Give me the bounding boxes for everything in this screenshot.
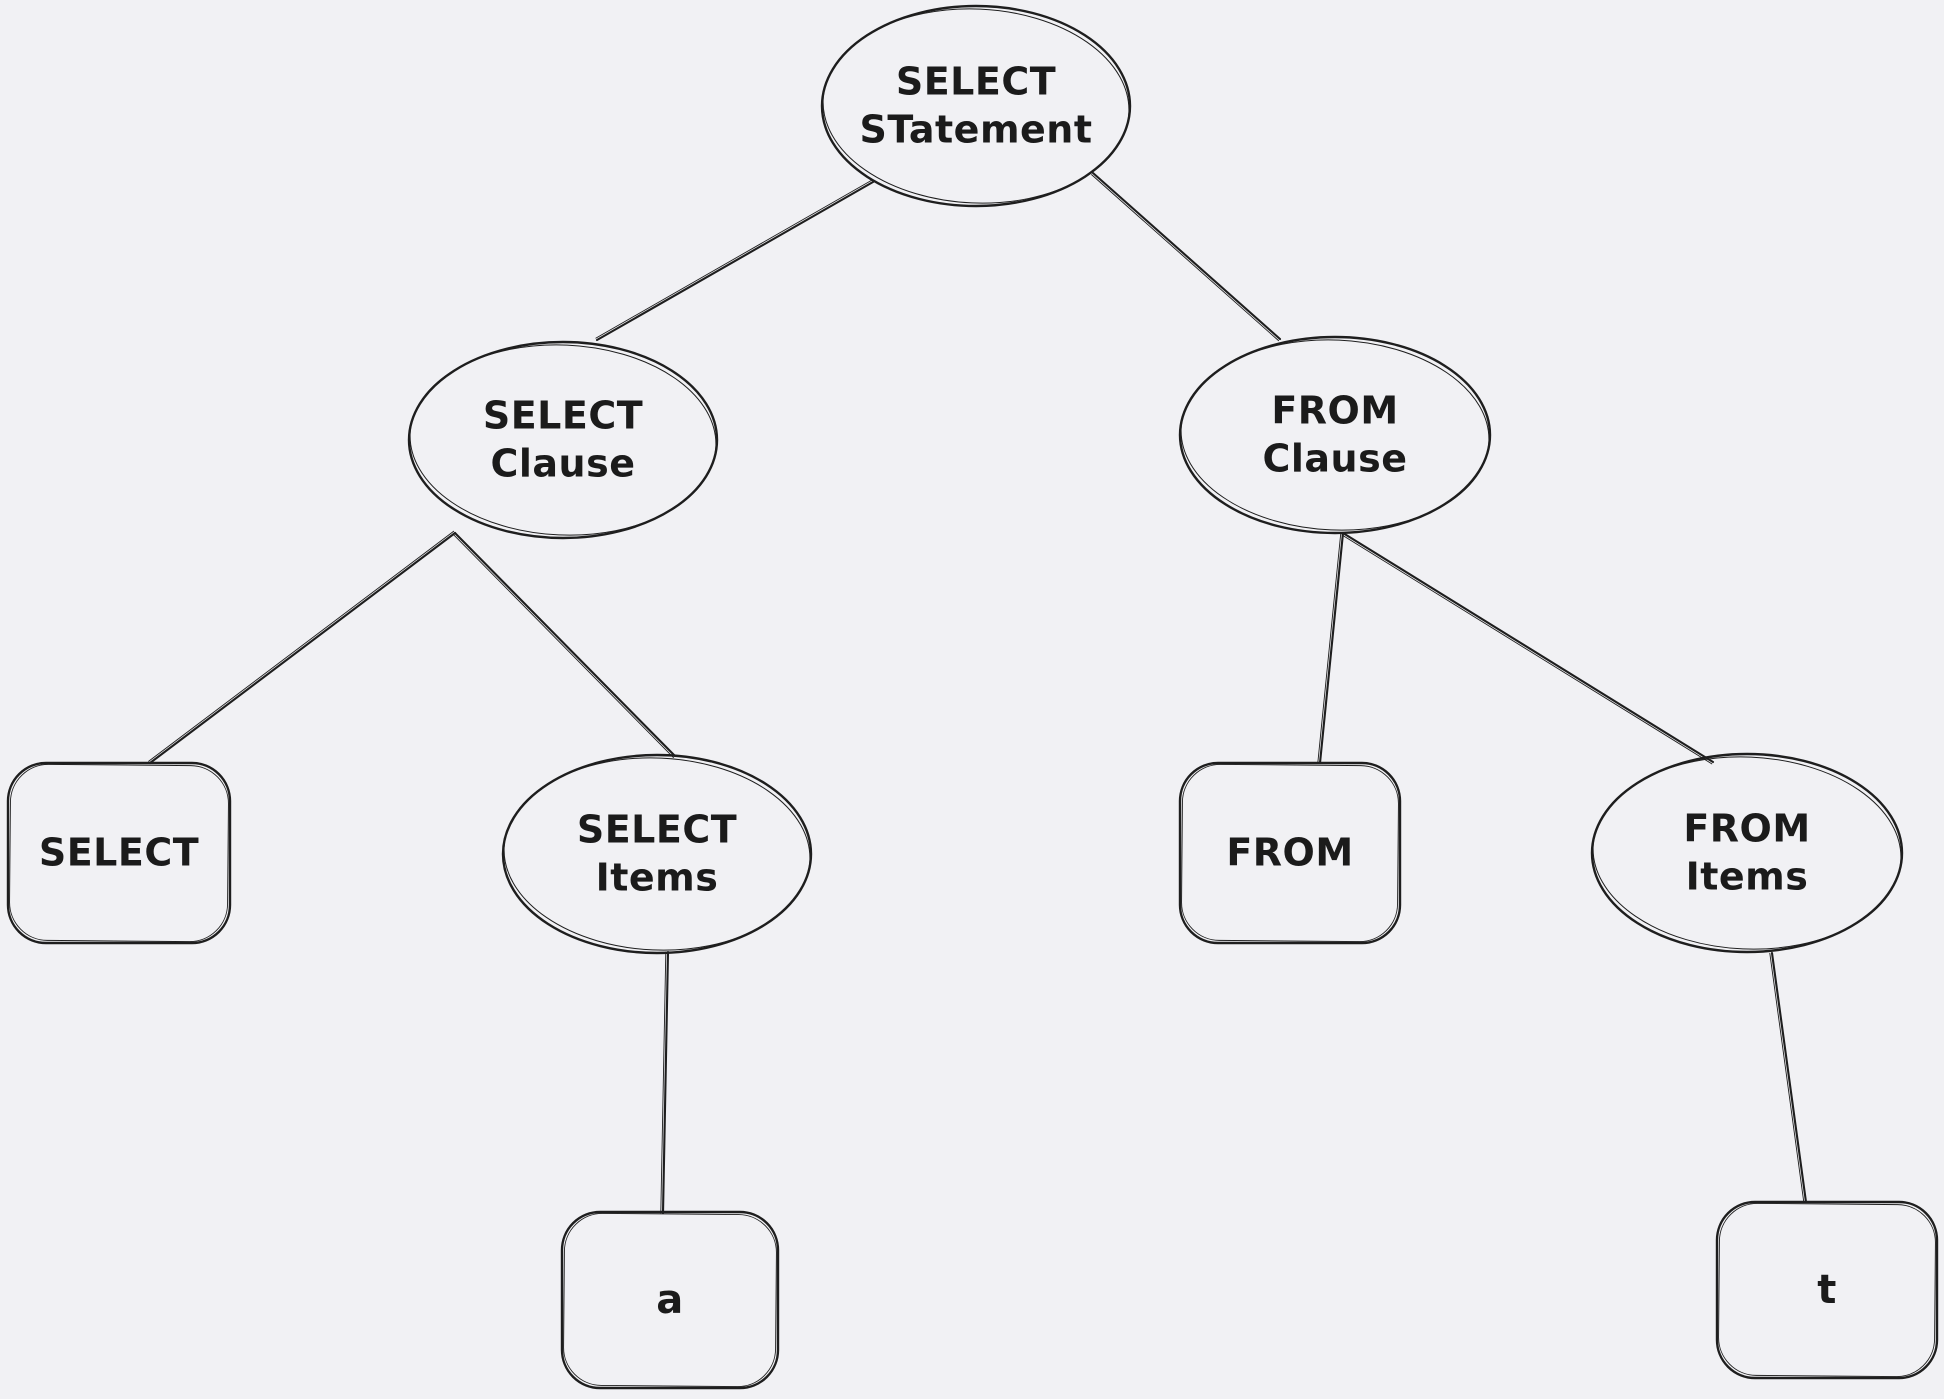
node-shape-from-keyword-sketch bbox=[1181, 763, 1399, 943]
edge-select-statement--select-clause-sketch bbox=[595, 179, 873, 339]
node-shape-t-identifier bbox=[1715, 1200, 1939, 1380]
node-shape-select-keyword-sketch bbox=[9, 763, 229, 943]
node-shape-a-identifier bbox=[560, 1210, 780, 1390]
edge-select-items--a-identifier-sketch bbox=[660, 951, 667, 1214]
edge-from-clause--from-items-sketch bbox=[1341, 534, 1713, 765]
node-shape-select-keyword bbox=[6, 761, 232, 945]
edge-from-clause--from-keyword-sketch bbox=[1317, 532, 1342, 764]
edge-from-items--t-identifier-sketch bbox=[1769, 952, 1805, 1203]
node-shape-from-items bbox=[1590, 752, 1904, 954]
edge-from-items--t-identifier bbox=[1770, 951, 1808, 1204]
node-shape-from-items-sketch bbox=[1592, 756, 1902, 950]
edge-select-statement--from-clause-sketch bbox=[1091, 174, 1279, 342]
edge-from-clause--from-keyword bbox=[1318, 531, 1345, 765]
node-shape-from-clause-sketch bbox=[1180, 339, 1490, 531]
edge-select-clause--select-items bbox=[453, 531, 677, 758]
node-shape-select-statement-sketch bbox=[822, 8, 1130, 204]
node-shape-select-items bbox=[501, 753, 813, 955]
node-shape-from-clause bbox=[1178, 335, 1492, 535]
node-shape-from-keyword bbox=[1178, 761, 1402, 945]
edge-from-clause--from-items bbox=[1341, 531, 1715, 764]
node-shape-select-clause bbox=[407, 340, 719, 540]
edge-select-statement--select-clause bbox=[595, 180, 875, 342]
edge-select-clause--select-items-sketch bbox=[452, 534, 674, 758]
edge-select-statement--from-clause bbox=[1091, 171, 1282, 341]
node-shape-t-identifier-sketch bbox=[1718, 1202, 1936, 1378]
node-shape-select-clause-sketch bbox=[409, 344, 717, 536]
edge-select-items--a-identifier bbox=[661, 950, 670, 1215]
node-shape-select-items-sketch bbox=[503, 757, 811, 951]
edge-select-clause--select-keyword bbox=[148, 531, 457, 765]
node-shape-a-identifier-sketch bbox=[563, 1212, 777, 1388]
node-shape-select-statement bbox=[820, 4, 1132, 208]
edge-select-clause--select-keyword-sketch bbox=[148, 530, 455, 762]
